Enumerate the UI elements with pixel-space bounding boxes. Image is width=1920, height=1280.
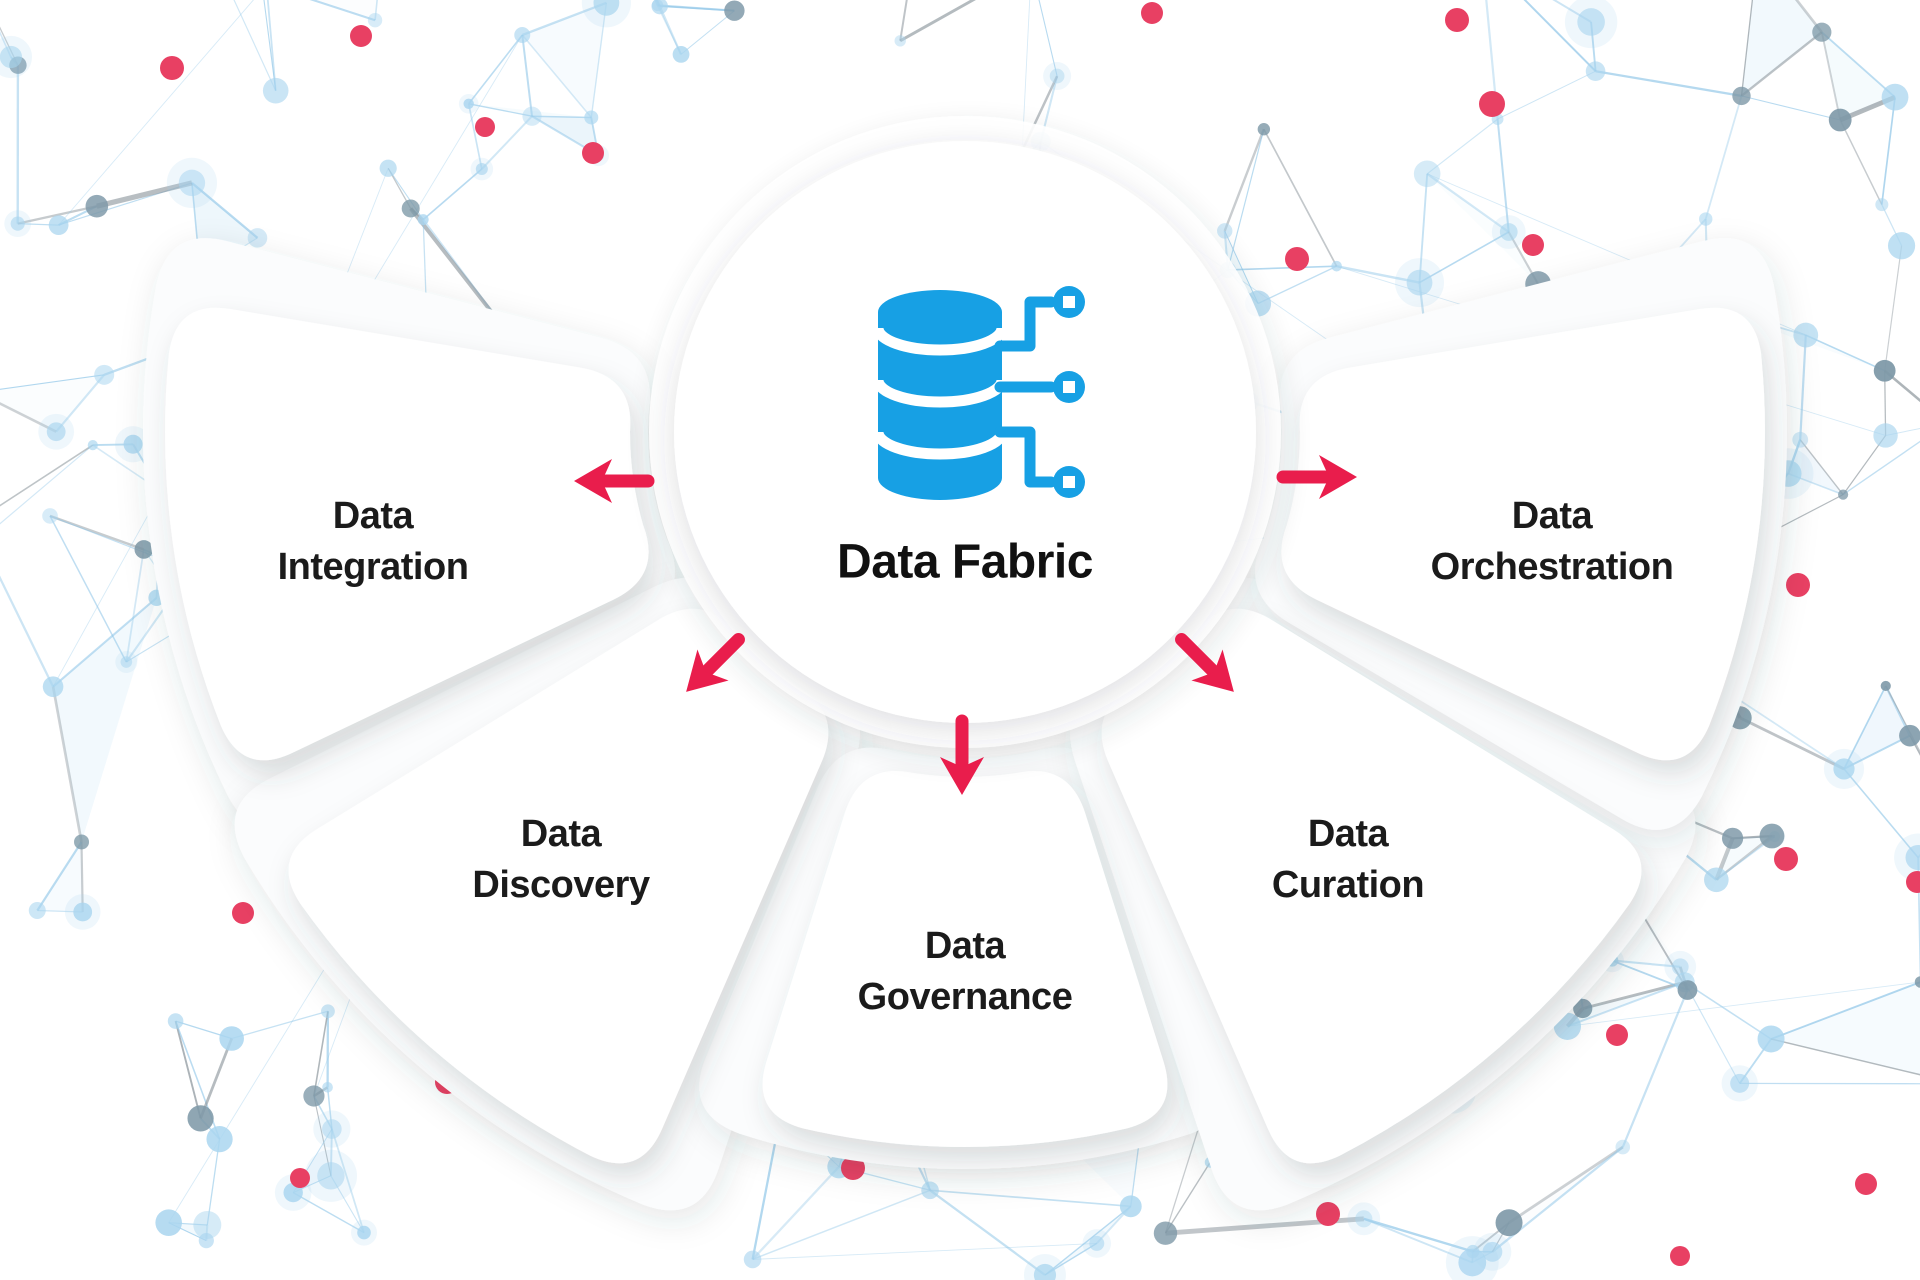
connector-node-middle (1053, 371, 1085, 403)
card-shape-data-curation (1101, 608, 1642, 1164)
connector-node-bottom (1053, 466, 1085, 498)
card-shape-data-governance (762, 770, 1168, 1147)
red-dot (1670, 1246, 1690, 1266)
cylinder-gap-3 (872, 431, 1008, 460)
red-dot (582, 142, 604, 164)
cylinder-gap-1 (872, 327, 1008, 356)
red-dot (841, 1156, 865, 1180)
red-dot (350, 25, 372, 47)
red-dot (1141, 2, 1163, 24)
arrow-to-data-curation (1175, 633, 1234, 692)
card-shape-data-discovery (288, 608, 829, 1164)
red-dot (232, 902, 254, 924)
red-dot (1855, 1173, 1877, 1195)
connector-node-top (1053, 286, 1085, 318)
petal-cards (165, 307, 1765, 1164)
red-dot (475, 117, 495, 137)
arrow-to-data-governance (940, 714, 984, 795)
red-dot (290, 1168, 310, 1188)
red-dot (1316, 1202, 1340, 1226)
red-dot (1522, 234, 1544, 256)
red-dot (1445, 8, 1469, 32)
card-shape-data-integration (165, 307, 649, 761)
card-shape-data-orchestration (1281, 307, 1765, 761)
arrow-to-data-integration (574, 459, 655, 503)
arrow-to-data-orchestration (1276, 455, 1357, 499)
connector-top (994, 296, 1057, 352)
red-dot (1774, 847, 1798, 871)
red-dot (1479, 91, 1505, 117)
database-connections-icon (872, 286, 1085, 500)
connector-bottom (994, 426, 1057, 488)
flow-arrows (574, 455, 1357, 795)
red-dot (1285, 247, 1309, 271)
red-dot (1786, 573, 1810, 597)
red-dot (1606, 1024, 1628, 1046)
red-dot (1906, 871, 1920, 893)
red-dot (160, 56, 184, 80)
arrow-to-data-discovery (686, 633, 745, 692)
